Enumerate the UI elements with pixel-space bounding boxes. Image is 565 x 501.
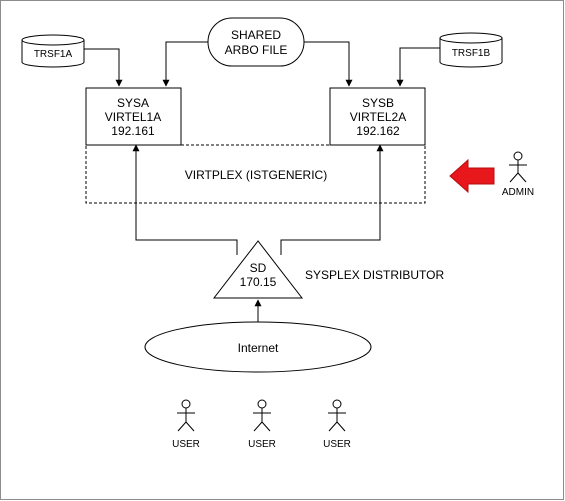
- admin-arrow-icon: [449, 158, 495, 194]
- sysa-virtel: VIRTEL1A: [105, 110, 161, 124]
- user-label-3: USER: [323, 439, 351, 450]
- admin-actor-icon: [509, 151, 527, 183]
- sysb-virtel: VIRTEL2A: [350, 110, 406, 124]
- virtplex-group: VIRTPLEX (ISTGENERIC): [85, 144, 426, 204]
- user-actor-icon: [328, 399, 346, 432]
- link-shared-sysb: [304, 41, 353, 87]
- user-label-1: USER: [172, 439, 200, 450]
- internet-cloud: Internet: [144, 321, 372, 373]
- system-sysb-box: SYSB VIRTEL2A 192.162: [329, 87, 426, 146]
- user-actor-icon: [177, 399, 195, 432]
- shared-file-line2: ARBO FILE: [225, 43, 288, 57]
- link-trsf1a-sysa: [84, 48, 123, 87]
- storage-label-right: TRSF1B: [452, 48, 491, 59]
- link-trsf1b-sysb: [396, 47, 440, 87]
- system-sysa-box: SYSA VIRTEL1A 192.161: [85, 87, 182, 146]
- link-shared-sysa: [162, 41, 208, 87]
- sysa-name: SYSA: [117, 96, 149, 110]
- sd-line2: 170.15: [240, 275, 277, 289]
- internet-label: Internet: [238, 341, 279, 355]
- sysa-address: 192.161: [111, 124, 155, 138]
- sysplex-distributor: SD 170.15: [212, 240, 304, 299]
- virtplex-label: VIRTPLEX (ISTGENERIC): [185, 168, 327, 182]
- shared-arbo-file: SHARED ARBO FILE: [207, 17, 305, 67]
- storage-label-left: TRSF1A: [34, 49, 73, 60]
- sysb-address: 192.162: [356, 124, 400, 138]
- shared-file-line1: SHARED: [231, 28, 281, 42]
- link-sd-sysb: [280, 144, 384, 255]
- storage-trsf1a: TRSF1A: [21, 34, 85, 68]
- user-label-2: USER: [248, 439, 276, 450]
- admin-label: ADMIN: [502, 187, 534, 198]
- user-actor-icon: [253, 399, 271, 432]
- connector-lines: [84, 41, 440, 324]
- sysb-name: SYSB: [362, 96, 394, 110]
- sd-line1: SD: [250, 261, 267, 275]
- link-sd-sysa: [132, 144, 238, 255]
- sysplex-distributor-caption: SYSPLEX DISTRIBUTOR: [305, 268, 444, 282]
- storage-trsf1b: TRSF1B: [439, 32, 503, 68]
